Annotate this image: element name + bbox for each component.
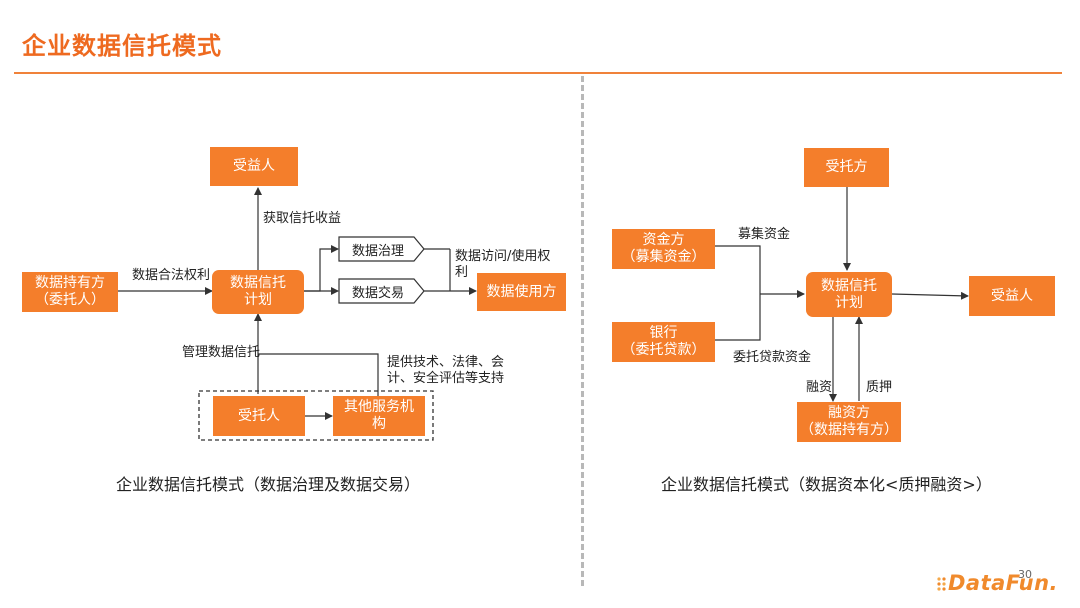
legal-rights-label: 数据合法权利 xyxy=(132,268,211,283)
title-rule xyxy=(14,72,1062,74)
data-owner-label: 数据持有方 xyxy=(35,275,105,291)
trustor-box: 受托方 xyxy=(804,148,889,187)
service-provider-sublabel: 构 xyxy=(372,416,386,432)
left-trust-plan-sublabel: 计划 xyxy=(244,292,272,308)
left-trust-plan-box: 数据信托 计划 xyxy=(212,270,304,314)
page-title: 企业数据信托模式 xyxy=(22,32,222,60)
line-bank xyxy=(715,294,761,341)
left-caption: 企业数据信托模式（数据治理及数据交易） xyxy=(116,475,421,494)
center-divider xyxy=(581,76,584,586)
governance-label: 数据治理 xyxy=(351,243,404,259)
income-label: 获取信托收益 xyxy=(263,211,342,226)
investor-box: 资金方 （募集资金） xyxy=(612,229,715,269)
bank-box: 银行 （委托贷款） xyxy=(612,322,715,362)
line-service-support xyxy=(258,353,379,396)
trustor-label: 受托方 xyxy=(825,159,868,175)
right-trust-plan-box: 数据信托 计划 xyxy=(806,272,892,317)
arrow-plan-to-beneficiary-r xyxy=(891,291,969,300)
governance-shape xyxy=(338,236,425,262)
arrow-plan-to-governance xyxy=(304,245,339,292)
logo-dots-icon xyxy=(937,577,946,591)
financier-sublabel: （数据持有方） xyxy=(800,422,898,438)
left-trust-plan-label: 数据信托 xyxy=(230,275,286,291)
access-rights-label: 数据访问/使用权 利 xyxy=(455,249,550,281)
trustee-group-dashed-box xyxy=(198,390,434,441)
bank-sublabel: （委托贷款） xyxy=(621,342,706,358)
trustee-label: 受托人 xyxy=(238,407,280,424)
page-number: 30 xyxy=(1018,568,1032,581)
service-provider-label: 其他服务机 xyxy=(344,399,414,415)
left-beneficiary-label: 受益人 xyxy=(233,158,275,174)
right-caption: 企业数据信托模式（数据资本化<质押融资>） xyxy=(661,475,992,494)
support-line1: 提供技术、法律、会 xyxy=(387,355,505,370)
data-owner-sublabel: （委托人） xyxy=(35,292,105,308)
right-trust-plan-label: 数据信托 xyxy=(821,277,877,294)
financing-label: 融资 xyxy=(806,380,833,395)
data-user-box: 数据使用方 xyxy=(477,273,566,311)
line-investor xyxy=(715,245,761,294)
trading-shape xyxy=(338,278,425,304)
right-beneficiary-label: 受益人 xyxy=(991,287,1033,304)
right-beneficiary-box: 受益人 xyxy=(969,276,1055,316)
support-line2: 计、安全评估等支持 xyxy=(387,371,505,386)
right-trust-plan-sublabel: 计划 xyxy=(835,294,863,311)
investor-sublabel: （募集资金） xyxy=(621,249,706,265)
support-label: 提供技术、法律、会 计、安全评估等支持 xyxy=(387,355,504,387)
access-rights-line2: 利 xyxy=(455,265,469,280)
bank-label: 银行 xyxy=(649,325,678,341)
datafun-logo: DataFun. xyxy=(948,571,1059,595)
data-owner-box: 数据持有方 （委托人） xyxy=(22,272,118,312)
financier-label: 融资方 xyxy=(828,405,870,421)
left-beneficiary-box: 受益人 xyxy=(210,147,298,186)
investor-label: 资金方 xyxy=(642,232,685,248)
pledge-label: 质押 xyxy=(866,380,893,395)
entrusted-loan-label: 委托贷款资金 xyxy=(733,350,812,365)
financier-box: 融资方 （数据持有方） xyxy=(797,402,901,442)
data-user-label: 数据使用方 xyxy=(486,283,557,300)
access-rights-line1: 数据访问/使用权 xyxy=(455,249,551,264)
manage-trust-label: 管理数据信托 xyxy=(182,345,261,360)
service-provider-box: 其他服务机 构 xyxy=(333,396,425,436)
trading-label: 数据交易 xyxy=(351,285,404,301)
trustee-box: 受托人 xyxy=(213,396,305,436)
raise-funds-label: 募集资金 xyxy=(738,227,791,242)
